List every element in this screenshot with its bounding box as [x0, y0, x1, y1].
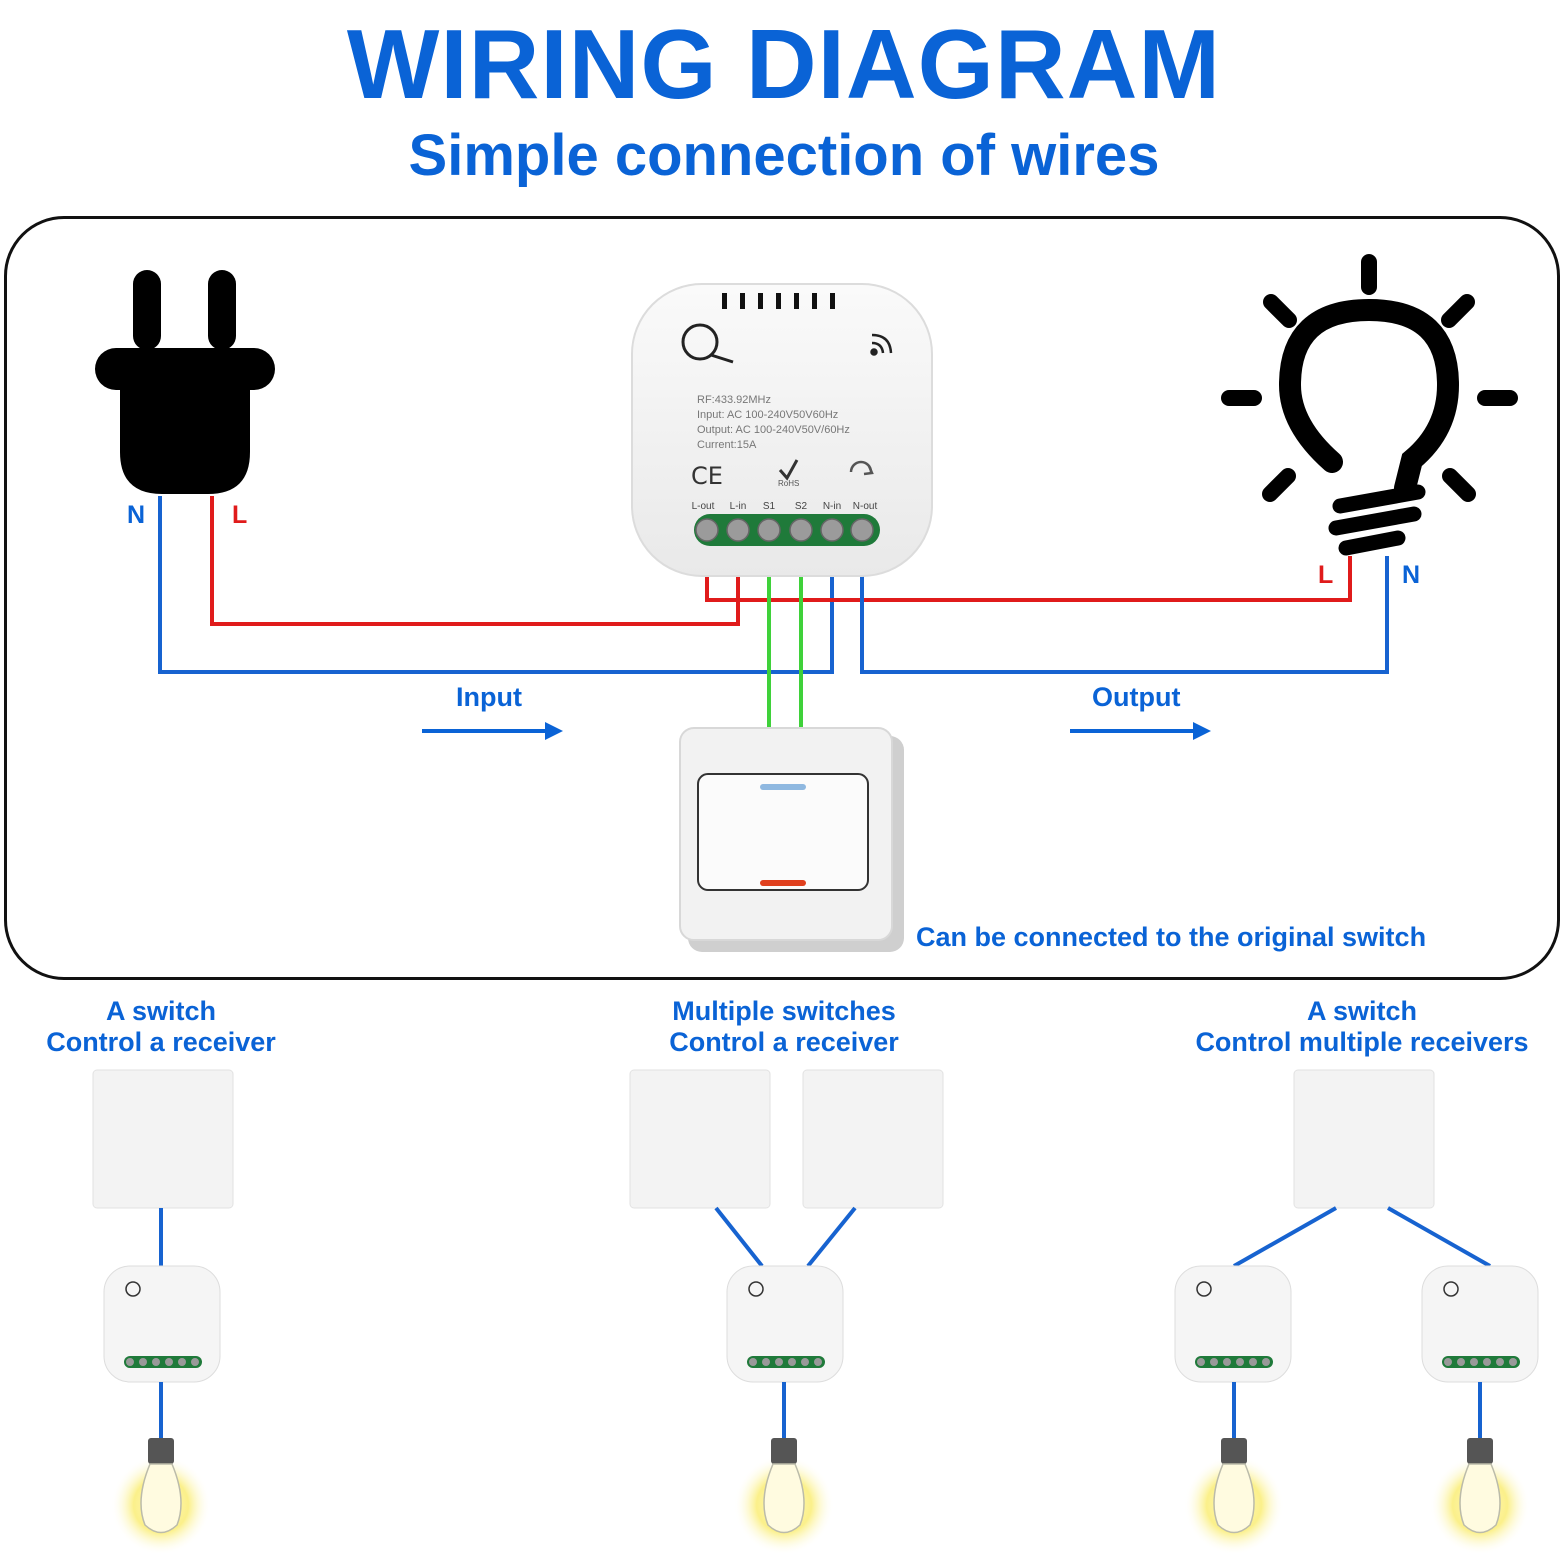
- output-arrow-icon: [1070, 722, 1211, 740]
- plug-l-label: L: [232, 501, 247, 529]
- main-wiring-panel: [4, 216, 1560, 980]
- bulb-n-label: N: [1402, 561, 1420, 589]
- svg-text:S2: S2: [795, 501, 808, 512]
- switch-blue-indicator: [760, 784, 806, 790]
- scenario-2-line1: Multiple switches: [672, 996, 896, 1026]
- switch-red-indicator: [760, 880, 806, 886]
- wall-switch: [679, 727, 904, 952]
- recycle-icon: [849, 460, 874, 476]
- scenario-1-title: A switch Control a receiver: [0, 996, 322, 1058]
- remote-switch-panel: [1293, 1069, 1435, 1209]
- scenario-3-line1: A switch: [1306, 996, 1418, 1026]
- wire-neutral-output: [860, 530, 1389, 674]
- input-label: Input: [456, 682, 522, 712]
- mini-module: [1174, 1265, 1292, 1383]
- svg-text:Input: AC 100-240V50V60Hz: Input: AC 100-240V50V60Hz: [697, 409, 838, 421]
- page-title: WIRING DIAGRAM: [346, 9, 1222, 119]
- scenario-1-line2: Control a receiver: [46, 1027, 276, 1057]
- remote-switch-panel: [802, 1069, 944, 1209]
- svg-text:S1: S1: [763, 501, 776, 512]
- scenario-2-line2: Control a receiver: [669, 1027, 899, 1057]
- bulb-l-label: L: [1318, 561, 1333, 589]
- svg-text:Output: AC 100-240V50V/60Hz: Output: AC 100-240V50V/60Hz: [697, 424, 850, 436]
- glowing-bulb-icon: [1184, 1438, 1284, 1555]
- plug-n-label: N: [127, 501, 145, 529]
- glowing-bulb-icon: [734, 1438, 834, 1555]
- svg-text:L-out: L-out: [692, 501, 715, 512]
- scenario-2-diagram: [629, 1069, 944, 1555]
- rohs-mark-icon: RoHS: [778, 459, 799, 488]
- input-arrow-icon: [422, 722, 563, 740]
- ce-mark-icon: CE: [691, 462, 723, 490]
- remote-switch-panel: [629, 1069, 771, 1209]
- wireless-signal-icon: [870, 333, 893, 356]
- scenario-3-line2: Control multiple receivers: [1195, 1027, 1529, 1057]
- mini-module: [726, 1265, 844, 1383]
- svg-text:N-out: N-out: [853, 501, 878, 512]
- svg-text:RF:433.92MHz: RF:433.92MHz: [697, 394, 771, 406]
- scenario-3-diagram: [1174, 1069, 1539, 1555]
- scenario-3-title: A switch Control multiple receivers: [1172, 996, 1552, 1058]
- glowing-bulb-icon: [111, 1438, 211, 1555]
- mini-module: [1421, 1265, 1539, 1383]
- light-bulb-icon: [1221, 254, 1518, 556]
- vent-slots: [722, 293, 835, 309]
- page-subtitle: Simple connection of wires: [408, 123, 1160, 188]
- svg-text:N-in: N-in: [823, 501, 841, 512]
- remote-switch-panel: [92, 1069, 234, 1209]
- glowing-bulb-icon: [1430, 1438, 1530, 1555]
- terminal-screws: [695, 518, 874, 542]
- svg-text:RoHS: RoHS: [778, 479, 799, 488]
- reset-button-icon: [681, 323, 734, 364]
- scenario-1-diagram: [92, 1069, 234, 1555]
- original-switch-note: Can be connected to the original switch: [916, 922, 1427, 952]
- svg-text:L-in: L-in: [730, 501, 747, 512]
- output-label: Output: [1092, 682, 1181, 712]
- plug-icon: [95, 270, 275, 494]
- smart-switch-module: RF:433.92MHz Input: AC 100-240V50V60Hz O…: [631, 283, 933, 577]
- mini-module: [103, 1265, 221, 1383]
- scenario-2-title: Multiple switches Control a receiver: [584, 996, 984, 1058]
- scenario-1-line1: A switch: [105, 996, 217, 1026]
- module-spec-text: RF:433.92MHz Input: AC 100-240V50V60Hz O…: [697, 394, 850, 451]
- svg-text:Current:15A: Current:15A: [697, 439, 757, 451]
- terminal-labels: L-out L-in S1 S2 N-in N-out: [692, 501, 878, 512]
